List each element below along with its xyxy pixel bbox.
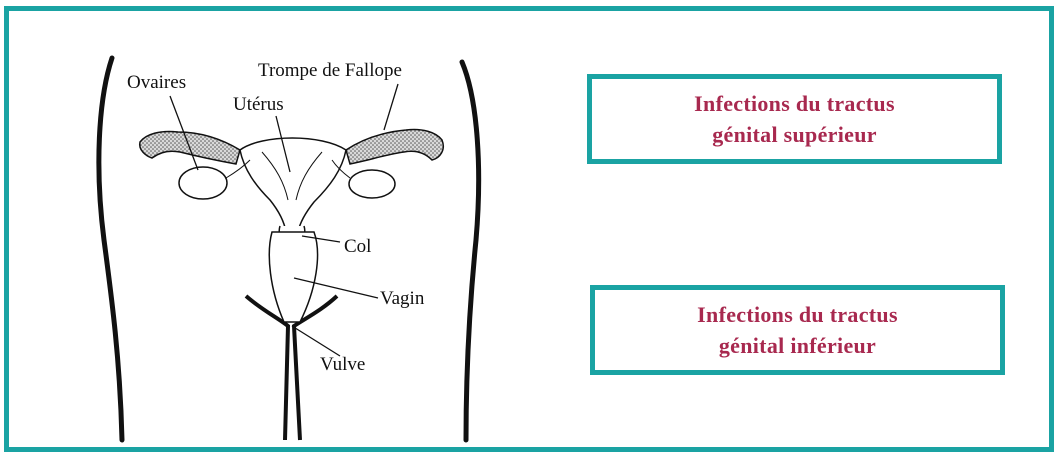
upper-tract-infections-box: Infections du tractus génital supérieur (587, 74, 1002, 164)
uterus (240, 138, 346, 232)
label-trompe-de-fallope: Trompe de Fallope (258, 60, 402, 81)
lower-box-line2: génital inférieur (719, 330, 876, 361)
lower-box-line1: Infections du tractus (697, 299, 898, 330)
lower-tract-infections-box: Infections du tractus génital inférieur (590, 285, 1005, 375)
label-vulve: Vulve (320, 354, 365, 375)
upper-box-line1: Infections du tractus (694, 88, 895, 119)
vagina (269, 232, 317, 322)
label-col: Col (344, 236, 371, 257)
leader-trompe (384, 84, 398, 130)
right-ovary (349, 170, 395, 198)
right-hip-outline (462, 62, 479, 440)
label-vagin: Vagin (380, 288, 425, 309)
left-hip-outline (99, 58, 122, 440)
upper-box-line2: génital supérieur (712, 119, 877, 150)
leader-vulve (292, 326, 340, 356)
label-ovaires: Ovaires (127, 72, 186, 93)
left-ovary (179, 167, 227, 199)
label-uterus: Utérus (233, 94, 284, 115)
right-fallopian-tube (346, 129, 443, 164)
